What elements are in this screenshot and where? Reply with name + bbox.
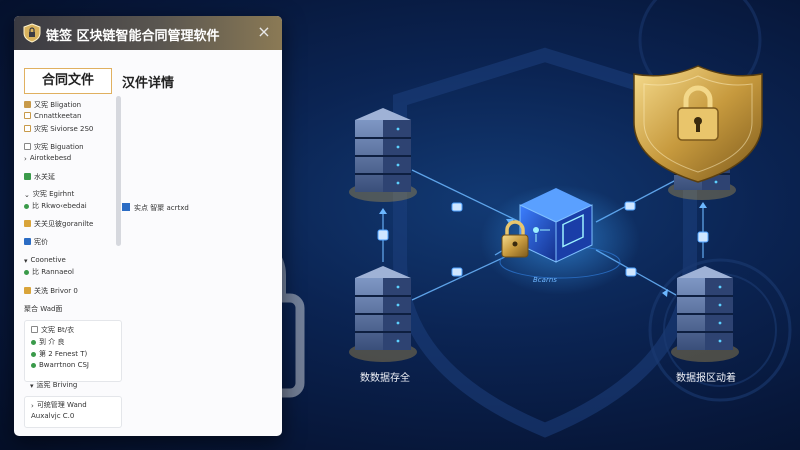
caption-right: 数据报区动着 [676, 373, 736, 384]
tree-item[interactable]: 关关见彼goranilte [24, 219, 93, 229]
list-item[interactable]: Bwarrtnon CSJ [31, 361, 89, 369]
title-bar: 链签 区块链智能合同管理软件 × [14, 16, 282, 50]
data-node [624, 201, 636, 211]
tree-item[interactable]: Cnnattkeetan [24, 112, 81, 120]
list-item[interactable]: ›可统管理 Wand [31, 401, 87, 410]
tree-item[interactable]: ▾Coonetive [24, 256, 66, 265]
tree-item[interactable]: 宪价 [24, 237, 48, 247]
app-window: 链签 区块链智能合同管理软件 × 合同文件 汉件详情 又宪 Bligation … [14, 16, 282, 436]
status-dot-icon [24, 270, 29, 275]
tree-item[interactable]: 关洗 Brivor 0 [24, 286, 78, 296]
blockchain-cube-icon [519, 188, 593, 263]
status-dot-icon [24, 204, 29, 209]
gold-shield-icon [633, 65, 763, 183]
tab-document-details[interactable]: 汉件详情 [122, 76, 175, 91]
status-dot-icon [31, 352, 36, 357]
green-folder-icon [24, 173, 31, 180]
cube-lock-icon [501, 220, 529, 258]
tree-item[interactable]: 水关延 [24, 172, 55, 182]
tree-item[interactable]: 灾宪 Siviorse 2S0 [24, 124, 93, 134]
doc-icon [24, 112, 31, 119]
server-icon-bottom-left [349, 266, 417, 362]
tab-contract-files[interactable]: 合同文件 [24, 68, 112, 94]
data-node [377, 229, 389, 241]
folder-icon [24, 287, 31, 294]
section-panel: 文宪 Bt/衣 到 介 良 第 2 Fenest T) Bwarrtnon CS… [24, 320, 122, 382]
data-node [697, 231, 709, 243]
chevron-right-icon: › [31, 402, 34, 410]
server-icon-top-left [349, 108, 417, 202]
tree-item[interactable]: ⌄灾宪 Egirhnt [24, 190, 75, 199]
folder-icon [24, 220, 31, 227]
shield-logo-icon [23, 23, 41, 43]
tree-item[interactable]: 灾宪 Biguation [24, 142, 84, 152]
chevron-down-icon: ▾ [24, 257, 28, 265]
caption-center: Bcarns [533, 276, 557, 284]
detail-row[interactable]: 实点 智聚 acrtxd [122, 203, 189, 213]
file-tree: 又宪 Bligation Cnnattkeetan 灾宪 Siviorse 2S… [24, 94, 124, 429]
tree-item[interactable]: 又宪 Bligation [24, 100, 81, 110]
section-title: 聚合 Wad面 [24, 305, 63, 313]
folder-icon [24, 101, 31, 108]
tree-item[interactable]: ▾运宪 Briving [30, 381, 78, 390]
caption-left: 数数据存全 [360, 373, 410, 384]
section-panel-bottom: ›可统管理 Wand Auxalvjc C.0 [24, 396, 122, 428]
blue-doc-icon [122, 203, 130, 211]
tree-item[interactable]: 比 Rannaeol [24, 267, 74, 277]
close-button[interactable]: × [257, 22, 271, 41]
list-item[interactable]: Auxalvjc C.0 [31, 412, 75, 420]
chevron-right-icon: › [24, 155, 27, 163]
window-title: 链签 区块链智能合同管理软件 [46, 29, 220, 44]
server-icon-bottom-right [671, 266, 739, 362]
list-item[interactable]: 文宪 Bt/衣 [31, 325, 74, 335]
chevron-down-icon: ▾ [30, 382, 34, 390]
tree-item[interactable]: 比 Rkwo‹ebedai [24, 201, 87, 211]
chevron-down-icon: ⌄ [24, 191, 30, 199]
doc-icon [31, 326, 38, 333]
seal-watermark-right [648, 258, 792, 402]
scrollbar-track[interactable] [116, 96, 121, 246]
list-item[interactable]: 第 2 Fenest T) [31, 349, 87, 359]
data-node [451, 267, 463, 277]
status-dot-icon [31, 340, 36, 345]
status-dot-icon [31, 363, 36, 368]
list-item[interactable]: 到 介 良 [31, 337, 64, 347]
data-node [451, 202, 463, 212]
doc-icon [24, 125, 31, 132]
doc-icon [24, 143, 31, 150]
blue-doc-icon [24, 238, 31, 245]
data-node [625, 267, 637, 277]
tree-item[interactable]: ›Airotkebesd [24, 154, 72, 163]
